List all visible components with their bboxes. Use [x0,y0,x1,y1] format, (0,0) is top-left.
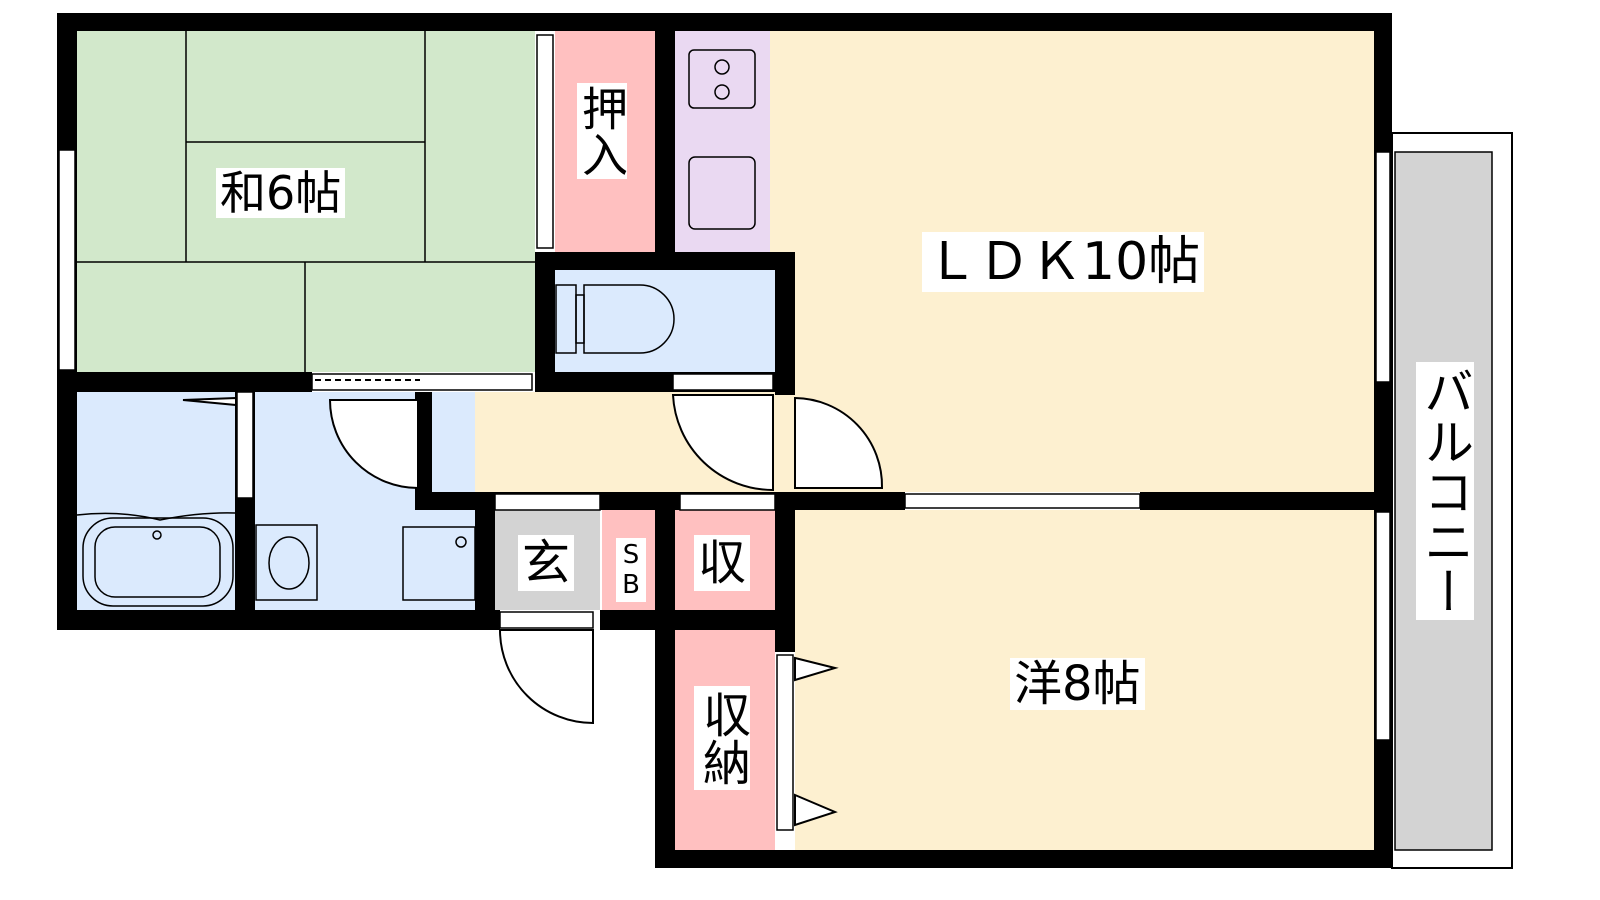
room-kitchen [675,31,770,252]
washbasin-icon [255,524,318,601]
label-shoebox: SB [616,538,646,602]
sink-icon [688,156,756,230]
label-balcony: バルコニー [1416,362,1474,620]
tatami-lines [77,31,535,372]
bathtub-icon [76,512,236,607]
doors [182,394,884,827]
label-washitsu: 和6帖 [216,168,346,218]
windows [58,34,1391,831]
label-genkan: 玄 [518,535,575,591]
label-oshiire: 押入 [575,83,629,179]
toilet-icon [555,284,675,354]
label-storage-small: 収 [694,535,751,591]
stove-icon [688,49,756,109]
balcony [1391,132,1513,869]
label-storage: 収納 [694,686,750,790]
room-bath [77,392,235,610]
label-ldk: ＬＤＫ10帖 [922,232,1205,292]
room-toilet [555,270,775,372]
label-yoshitsu: 洋8帖 [1010,658,1145,710]
